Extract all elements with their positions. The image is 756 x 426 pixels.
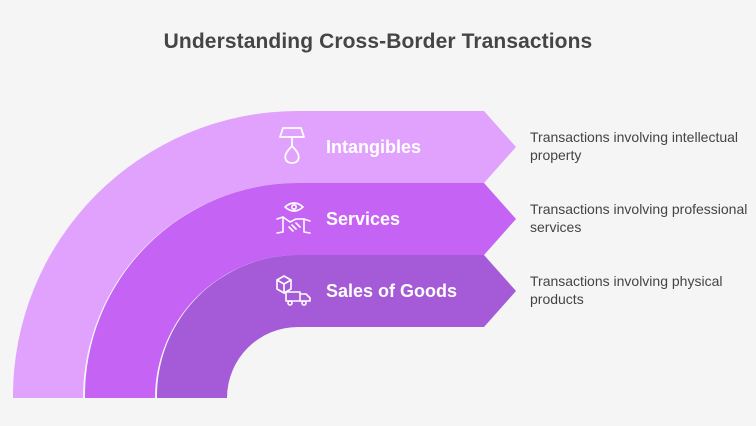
description-services: Transactions involving professional serv… [530, 201, 748, 235]
label-services: Services [326, 209, 400, 229]
label-sales-of-goods: Sales of Goods [326, 281, 457, 301]
lamp-icon [279, 127, 305, 164]
band-intangibles [12, 111, 516, 398]
band-services [84, 183, 516, 398]
diagram-title: Understanding Cross-Border Transactions [163, 30, 593, 53]
band-sales-of-goods [156, 255, 517, 398]
handshake-eye-icon [276, 202, 311, 234]
description-intangibles: Transactions involving intellectual prop… [530, 129, 739, 163]
description-sales-of-goods: Transactions involving physical products [530, 273, 723, 307]
delivery-truck-icon [276, 275, 311, 306]
label-intangibles: Intangibles [326, 137, 421, 157]
